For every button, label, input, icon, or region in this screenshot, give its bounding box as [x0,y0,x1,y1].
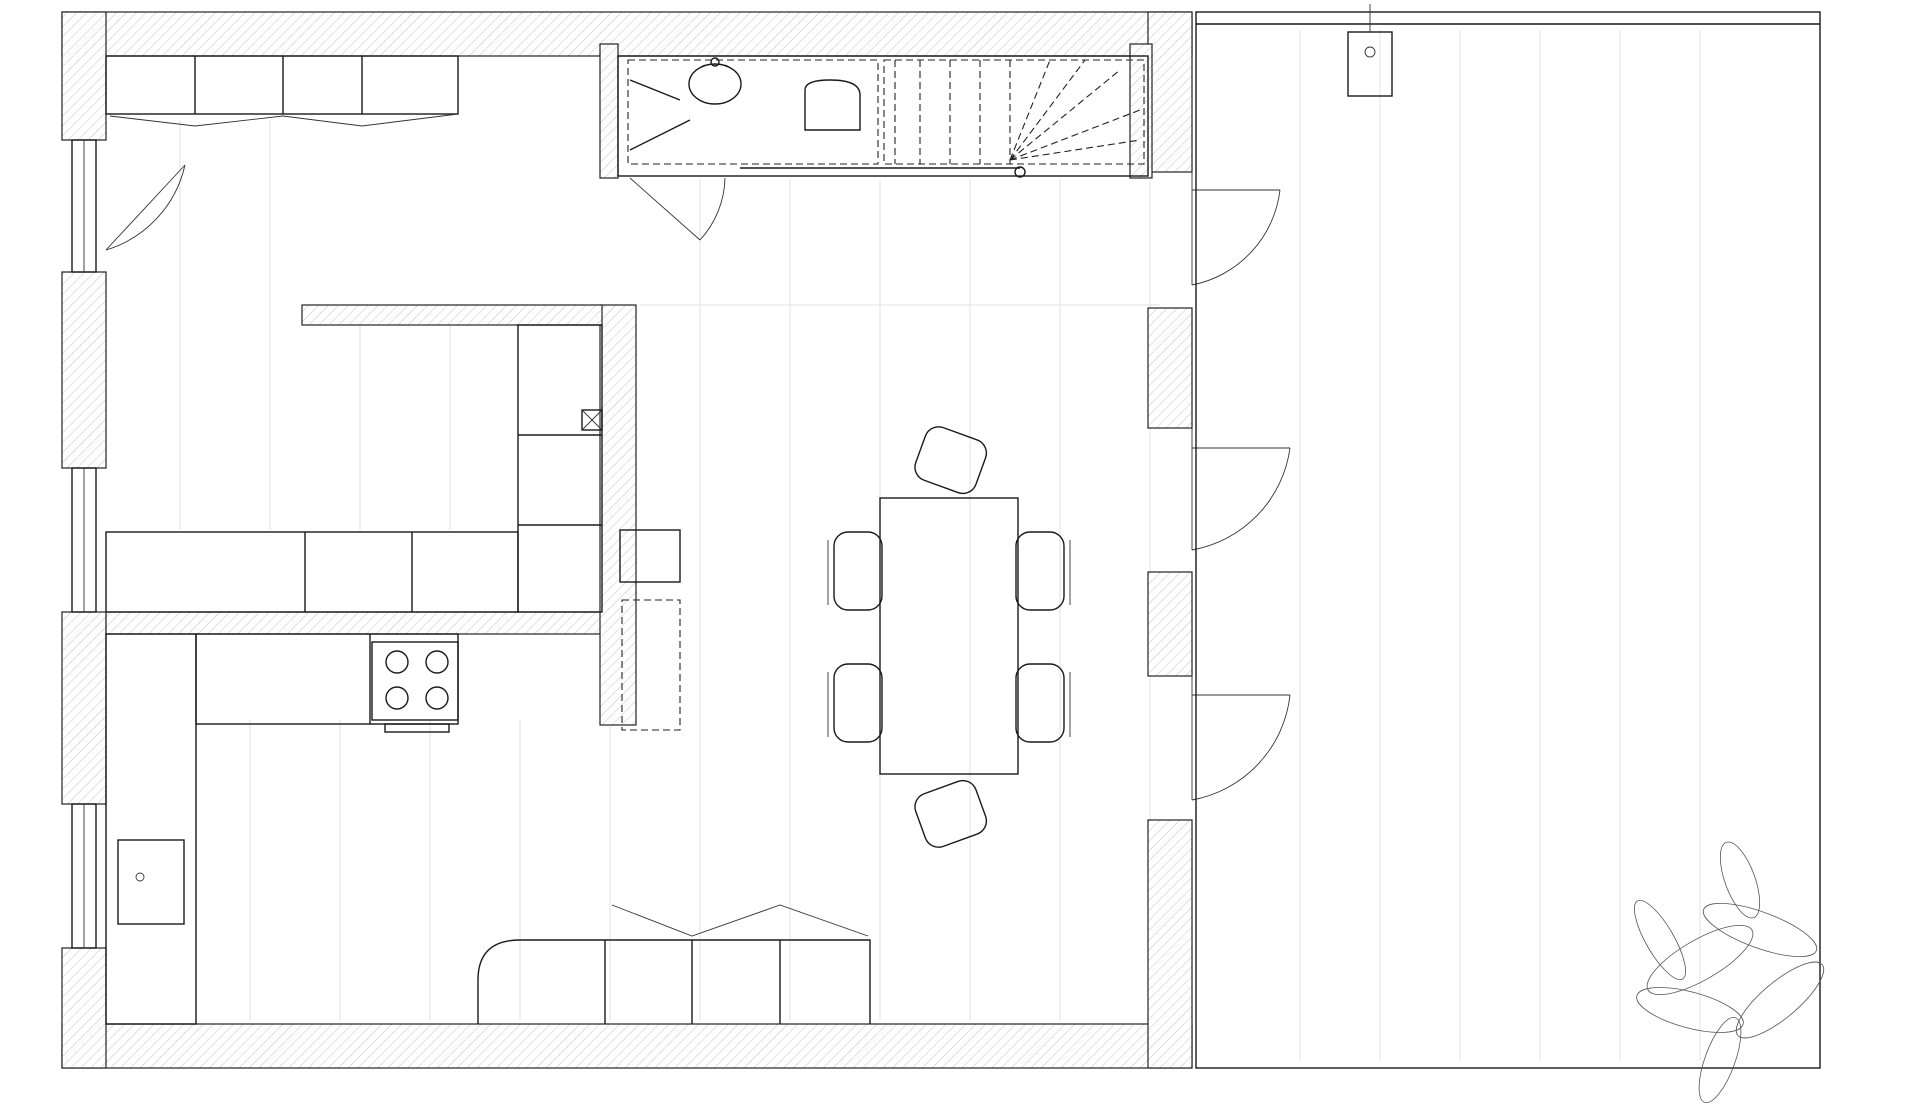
kitchen-counter-l [105,324,681,731]
terrace [1195,4,1821,1069]
burner-1 [385,650,409,674]
wc-toilet [804,79,861,131]
door-leaf-west [105,164,186,251]
chair-bottom [914,779,988,848]
stair-wall [1129,43,1153,179]
fridge [619,529,681,583]
kitchen-sink [117,839,185,925]
terrace-sink [1347,31,1393,97]
burner-3 [385,686,409,710]
oven-column [621,599,681,731]
central-wall [599,304,637,726]
north-wall [61,11,1193,57]
burner-2 [425,650,449,674]
west-wall-1 [61,11,107,141]
west-windows [71,139,97,949]
door-leaf-wc [629,177,701,241]
wc-room [627,59,879,165]
chair-right-1 [1015,531,1071,611]
chair-top [914,426,988,495]
west-wall-3 [61,611,107,805]
west-wall-4 [61,947,107,1069]
east-wall-2 [1147,307,1193,429]
bench [477,904,871,1024]
wc-stair-block [617,55,1149,178]
east-wall-4 [1147,819,1193,1069]
sink-counter [105,633,197,1025]
wc-wall [599,43,619,179]
upper-cabinets [105,55,459,127]
stair-room [883,59,1145,165]
east-wall-1 [1147,11,1193,173]
dining-set [827,426,1071,848]
kitchen-partition [105,611,607,635]
wc-basin [688,63,742,105]
south-wall [61,1023,1193,1069]
plant-icon [1634,841,1825,1103]
east-wall-3 [1147,571,1193,677]
west-wall-2 [61,271,107,469]
chair-left-2 [827,663,883,743]
lower-cabinets [105,633,459,1025]
dining-table [879,497,1019,775]
stove [371,641,459,721]
door-swings [105,164,1291,801]
counter-wall [301,304,603,326]
counter-appliance-icon [581,409,603,431]
burner-4 [425,686,449,710]
chair-right-2 [1015,663,1071,743]
exterior-walls [61,11,1193,1069]
floor-boards [179,30,1701,1060]
chair-left-1 [827,531,883,611]
terrace-outline [1195,11,1821,1069]
